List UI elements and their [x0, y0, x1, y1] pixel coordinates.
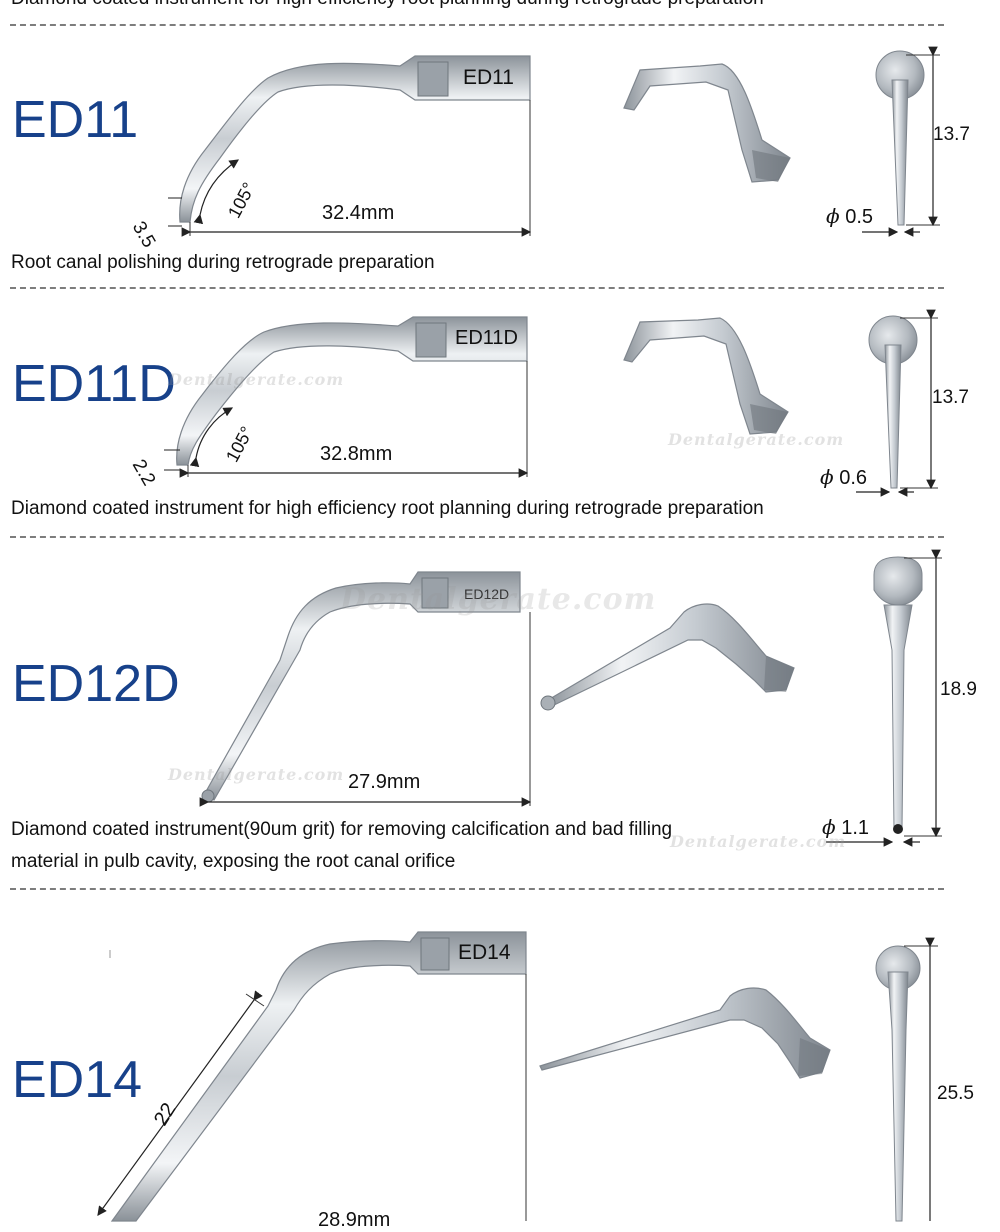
length-ed14: 28.9mm — [318, 1209, 391, 1231]
ed11-main-drawing — [168, 55, 532, 237]
ed11d-front-drawing — [856, 309, 938, 497]
diameter-ed11: ϕ 0.5 — [826, 204, 874, 228]
desc-ed12d-line1: Diamond coated instrument(90um grit) for… — [11, 819, 673, 840]
ed12d-perspective-drawing — [540, 603, 795, 711]
desc-ed11: Root canal polishing during retrograde p… — [11, 252, 435, 273]
top-caption: Diamond coated instrument for high effic… — [11, 0, 764, 11]
phi-symbol: ϕ — [826, 204, 840, 228]
ed11-front-drawing — [862, 46, 940, 237]
watermark: Dentalgerate.com — [168, 370, 345, 389]
ed12d-main-drawing — [199, 571, 532, 807]
model-ed12d: ED12D — [12, 655, 180, 713]
watermark: Dentalgerate.com — [668, 430, 845, 449]
ed11d-main-drawing — [164, 316, 529, 478]
watermark: Dentalgerate.com — [340, 582, 657, 617]
divider — [10, 24, 944, 26]
diameter-ed11d: ϕ 0.6 — [820, 465, 868, 489]
tip-label-ed11d: ED11D — [455, 327, 518, 349]
ed11-perspective-drawing — [623, 63, 791, 183]
length-ed12d: 27.9mm — [348, 771, 421, 793]
length-ed11: 32.4mm — [322, 202, 395, 224]
watermark: Dentalgerate.com — [670, 832, 847, 851]
tip-label-ed12d: ED12D — [464, 586, 510, 602]
phi-symbol: ϕ — [820, 465, 834, 489]
model-ed14: ED14 — [12, 1051, 143, 1109]
height-ed14: 25.5 — [937, 1083, 974, 1104]
model-ed11: ED11 — [12, 91, 139, 149]
phi-symbol: ϕ — [822, 815, 836, 839]
model-ed11d: ED11D — [12, 355, 176, 413]
height-ed11d: 13.7 — [932, 387, 969, 408]
tip-label-ed14: ED14 — [458, 941, 511, 964]
length-ed11d: 32.8mm — [320, 443, 393, 465]
desc-ed12d-line2: material in pulb cavity, exposing the ro… — [11, 851, 456, 872]
diameter-ed12d: ϕ 1.1 — [822, 815, 870, 839]
ed11d-perspective-drawing — [623, 317, 789, 435]
divider — [10, 536, 944, 538]
tip-label-ed11: ED11 — [463, 66, 514, 89]
height-ed12d: 18.9 — [940, 679, 977, 700]
ed14-front-drawing — [875, 937, 938, 1222]
divider — [10, 888, 944, 890]
ed12d-front-drawing — [826, 549, 942, 847]
height-ed11: 13.7 — [933, 124, 970, 145]
ed14-perspective-drawing — [539, 987, 831, 1079]
divider — [10, 287, 944, 289]
watermark: Dentalgerate.com — [168, 765, 345, 784]
ed14-main-drawing — [97, 931, 527, 1222]
desc-ed11d: Diamond coated instrument for high effic… — [11, 498, 764, 519]
